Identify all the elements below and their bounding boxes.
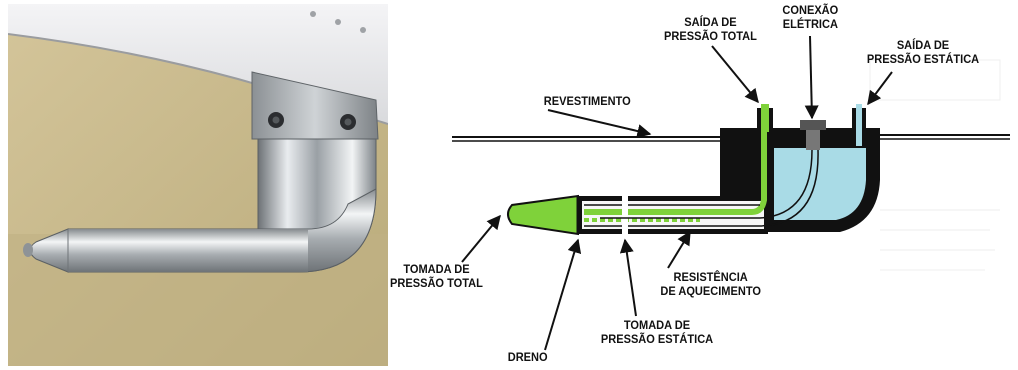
label-dreno: DRENO: [507, 350, 548, 364]
skin-line: [452, 134, 1010, 142]
label-tomada-pressao-estatica: TOMADA DE PRESSÃO ESTÁTICA: [600, 318, 714, 346]
total-pressure-outlet: [757, 104, 773, 132]
label-saida-pressao-total: SAÍDA DE PRESSÃO TOTAL: [664, 15, 757, 43]
label-conexao-eletrica: CONEXÃO ELÉTRICA: [782, 3, 839, 31]
label-tomada-pressao-total: TOMADA DE PRESSÃO TOTAL: [390, 262, 483, 290]
static-pressure-outlet: [852, 104, 866, 146]
label-saida-pressao-estatica: SAÍDA DE PRESSÃO ESTÁTICA: [866, 38, 980, 66]
label-revestimento: REVESTIMENTO: [543, 94, 631, 108]
label-resistencia-aquecimento: RESISTÊNCIA DE AQUECIMENTO: [660, 270, 761, 298]
probe-nose: [507, 194, 579, 236]
pitot-tube-photo: [8, 4, 388, 366]
electrical-connector: [600, 120, 826, 227]
pitot-static-schematic: [452, 35, 1010, 351]
